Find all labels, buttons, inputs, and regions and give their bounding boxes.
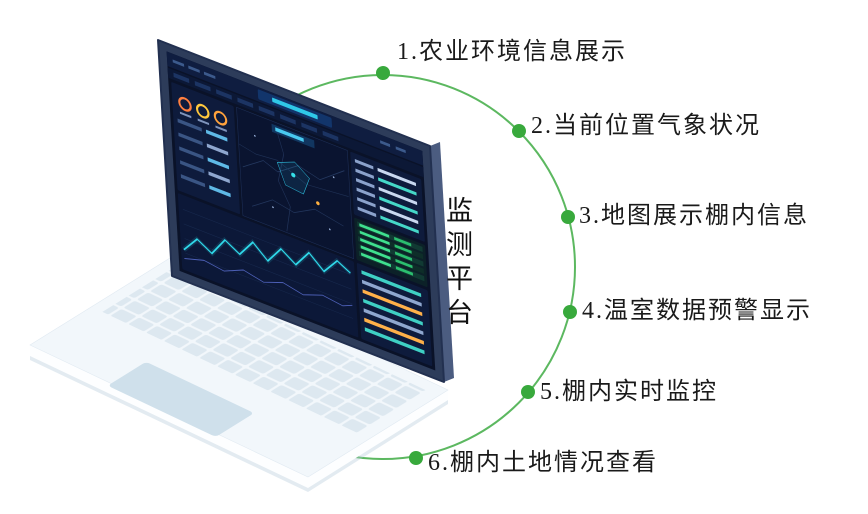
left-stats-panel <box>171 82 241 214</box>
right-data-panel <box>350 151 425 242</box>
trend-chart <box>177 193 359 338</box>
map-marker-orange <box>316 201 320 206</box>
dashboard-header <box>166 51 424 166</box>
trackpad <box>109 362 253 436</box>
feature-dot-1 <box>376 66 390 80</box>
gauge-ring-yellow <box>195 103 210 119</box>
feature-label-6: 6.棚内土地情况查看 <box>428 450 658 476</box>
feature-label-1: 1.农业环境信息展示 <box>397 39 627 65</box>
feature-dot-3 <box>561 210 575 224</box>
feature-dots <box>376 66 577 465</box>
keyboard <box>102 269 426 433</box>
dashboard-subnav <box>167 67 424 178</box>
map-label-chip <box>275 127 304 143</box>
chart-line-secondary <box>184 258 353 307</box>
map-area <box>236 106 355 260</box>
gauge-ring-amber <box>213 110 228 126</box>
laptop <box>29 39 454 492</box>
feature-label-4: 4.温室数据预警显示 <box>582 298 812 324</box>
feature-dot-6 <box>409 451 423 465</box>
feature-label-5: 5.棚内实时监控 <box>540 379 718 405</box>
feature-label-3: 3.地图展示棚内信息 <box>579 203 809 229</box>
feature-label-2: 2.当前位置气象状况 <box>531 113 761 139</box>
screen-edge <box>430 142 454 382</box>
feature-dot-4 <box>563 305 577 319</box>
dashboard-title-text <box>272 97 318 120</box>
map-region-highlight <box>276 161 310 195</box>
bottom-right-list <box>356 263 433 367</box>
dashboard-screen <box>166 51 436 371</box>
map-marker-cyan <box>291 172 296 178</box>
feature-dot-5 <box>521 385 535 399</box>
feature-dot-2 <box>512 124 526 138</box>
alert-table <box>354 217 428 288</box>
platform-label: 监测平台 <box>442 196 472 332</box>
chart-line-cyan <box>183 238 351 274</box>
gauge-ring-orange <box>178 96 192 112</box>
